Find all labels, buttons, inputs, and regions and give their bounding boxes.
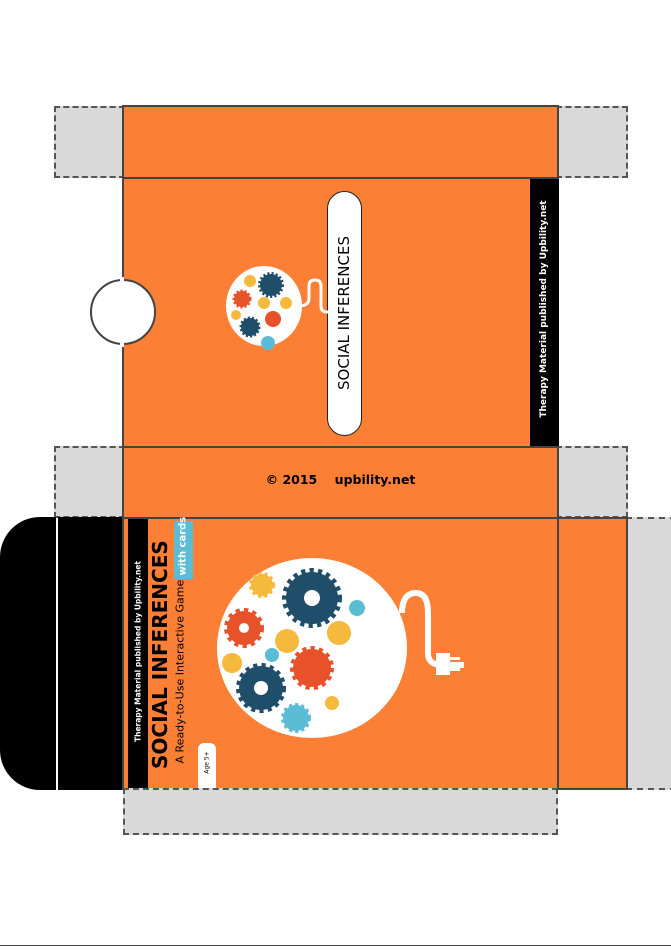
top-flap bbox=[122, 105, 559, 179]
site-text: upbility.net bbox=[334, 472, 416, 487]
back-title: SOCIAL INFERENCES bbox=[335, 236, 353, 390]
side-panel bbox=[556, 517, 628, 790]
with-cards-badge: with cards bbox=[174, 517, 193, 579]
back-panel: Therapy Material published by Upbility.n… bbox=[90, 177, 559, 448]
left-black-tab bbox=[0, 517, 56, 790]
glue-tab-top-right bbox=[556, 106, 628, 178]
age-badge: Age 5+ bbox=[198, 743, 216, 789]
bottom-flap: © 2015 upbility.net bbox=[122, 446, 559, 519]
copyright-text: © 2015 bbox=[265, 472, 318, 487]
glue-tab-top-left bbox=[54, 106, 125, 178]
front-panel: Therapy Material published by Upbility.n… bbox=[122, 517, 559, 790]
front-title: SOCIAL INFERENCES bbox=[148, 540, 172, 769]
glue-tab-mid-right bbox=[556, 446, 628, 518]
front-strip: Therapy Material published by Upbility.n… bbox=[128, 519, 148, 788]
gear-brain-icon-small bbox=[226, 266, 334, 350]
gear-brain-icon bbox=[217, 558, 464, 738]
back-side-strip: Therapy Material published by Upbility.n… bbox=[530, 179, 559, 448]
bottom-tuck-flap bbox=[123, 788, 558, 835]
page-bottom-line bbox=[0, 945, 671, 946]
glue-tab-mid-left bbox=[54, 446, 125, 518]
front-publisher-text: Therapy Material published by Upbility.n… bbox=[133, 560, 143, 743]
glue-tab-right-side bbox=[626, 517, 671, 790]
left-black-panel bbox=[58, 517, 124, 790]
publisher-text: Therapy Material published by Upbility.n… bbox=[539, 200, 549, 418]
